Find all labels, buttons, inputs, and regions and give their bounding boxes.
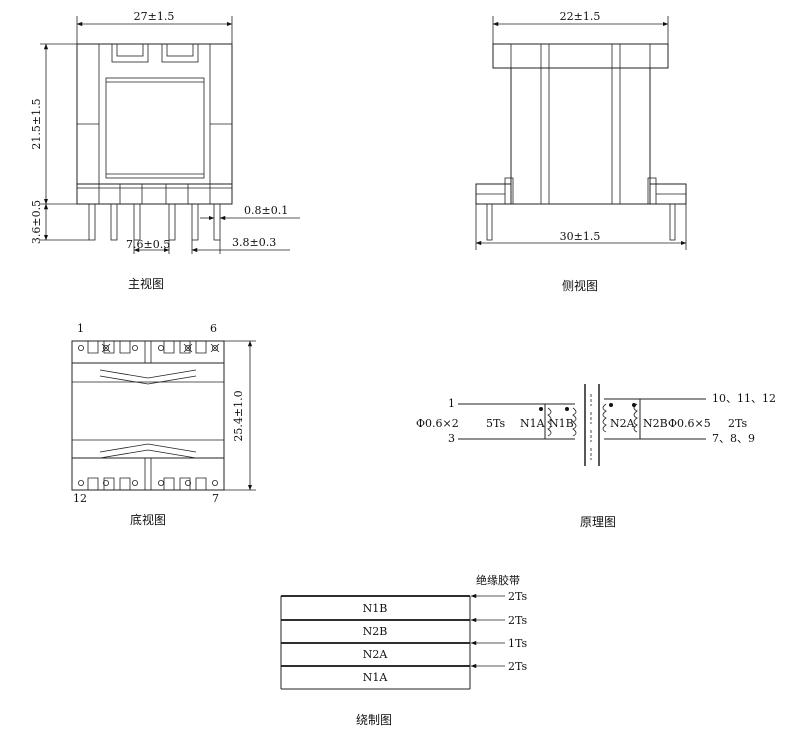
pin-hole-12 bbox=[78, 479, 85, 486]
schematic-pin-3: 3 bbox=[448, 432, 455, 445]
tape-turns-3: 1Ts bbox=[508, 637, 528, 650]
front-view-outline bbox=[40, 16, 300, 254]
winding-layer-1: N1B bbox=[363, 602, 388, 615]
schematic-primary-turns: 5Ts bbox=[486, 417, 506, 430]
pin-hole-1 bbox=[78, 344, 85, 351]
winding-n1b-label: N1B bbox=[549, 417, 574, 430]
side-view: 22±1.5 30±1.5 侧视图 bbox=[475, 10, 687, 293]
front-base-dim: 3.6±0.5 bbox=[30, 200, 43, 244]
tape-turns-4: 2Ts bbox=[508, 660, 528, 673]
winding-n1a-label: N1A bbox=[520, 417, 546, 430]
pin-hole-5 bbox=[184, 344, 191, 351]
pin-hole-9 bbox=[157, 479, 164, 486]
schematic-secondary-turns: 2Ts bbox=[728, 417, 748, 430]
bottom-view-caption: 底视图 bbox=[130, 512, 166, 527]
tape-turns-1: 2Ts bbox=[508, 590, 528, 603]
pin-hole-6 bbox=[211, 344, 218, 351]
front-view-caption: 主视图 bbox=[128, 276, 164, 291]
winding-layer-3: N2A bbox=[363, 648, 389, 661]
winding-n2a-label: N2A bbox=[610, 417, 636, 430]
tape-turns-2: 2Ts bbox=[508, 614, 528, 627]
pin-hole-7 bbox=[211, 479, 218, 486]
front-width-dim: 27±1.5 bbox=[134, 10, 175, 23]
side-top-dim: 22±1.5 bbox=[560, 10, 601, 23]
bottom-pin-1-label: 1 bbox=[77, 322, 84, 335]
schematic-wiring bbox=[458, 384, 706, 466]
schematic-secondary-wire: Φ0.6×5 bbox=[668, 417, 711, 430]
pin-hole-4 bbox=[157, 344, 164, 351]
bottom-pin-12-label: 12 bbox=[73, 492, 87, 505]
bottom-view-pin-holes bbox=[78, 343, 220, 486]
pin-hole-8 bbox=[184, 479, 191, 486]
side-view-outline bbox=[475, 16, 687, 250]
bottom-view-outline bbox=[71, 340, 256, 491]
schematic-primary-wire: Φ0.6×2 bbox=[416, 417, 459, 430]
schematic-pins-top-right: 10、11、12 bbox=[712, 392, 776, 405]
winding-layer-4: N1A bbox=[363, 671, 389, 684]
front-pitch-dim-b: 3.8±0.3 bbox=[232, 236, 276, 249]
winding-diagram: N1B N2B N2A N1A 绝缘胶带 2Ts 2Ts 1Ts 2Ts 绕制图 bbox=[280, 573, 528, 727]
front-pin-dim: 0.8±0.1 bbox=[244, 204, 288, 217]
winding-layer-2: N2B bbox=[363, 625, 388, 638]
front-view: 27±1.5 21.5±1.5 3.6±0.5 0.8±0.1 7.6±0.5 … bbox=[30, 10, 300, 291]
winding-caption: 绕制图 bbox=[356, 713, 392, 727]
side-view-caption: 侧视图 bbox=[562, 278, 598, 293]
winding-structure bbox=[280, 593, 505, 690]
bottom-view: 1 6 12 7 25.4±1.0 底视图 bbox=[71, 322, 256, 527]
front-height-dim: 21.5±1.5 bbox=[30, 98, 43, 149]
schematic-pin-1: 1 bbox=[448, 397, 455, 410]
tape-label: 绝缘胶带 bbox=[476, 573, 520, 587]
pin-hole-3 bbox=[131, 344, 138, 351]
winding-n2b-label: N2B bbox=[643, 417, 668, 430]
bottom-pin-6-label: 6 bbox=[210, 322, 217, 335]
pin-hole-11 bbox=[103, 479, 110, 486]
side-bottom-dim: 30±1.5 bbox=[560, 230, 601, 243]
front-pitch-dim-a: 7.6±0.5 bbox=[126, 238, 170, 251]
bottom-pin-7-label: 7 bbox=[212, 492, 219, 505]
pin-hole-10 bbox=[131, 479, 138, 486]
schematic-pins-bottom-right: 7、8、9 bbox=[712, 432, 755, 445]
pin-hole-2 bbox=[103, 344, 110, 351]
bottom-height-dim: 25.4±1.0 bbox=[232, 390, 245, 441]
schematic: 1 3 Φ0.6×2 5Ts N1A N1B N2A N2B Φ0.6×5 2T… bbox=[416, 384, 776, 529]
schematic-caption: 原理图 bbox=[580, 515, 616, 529]
